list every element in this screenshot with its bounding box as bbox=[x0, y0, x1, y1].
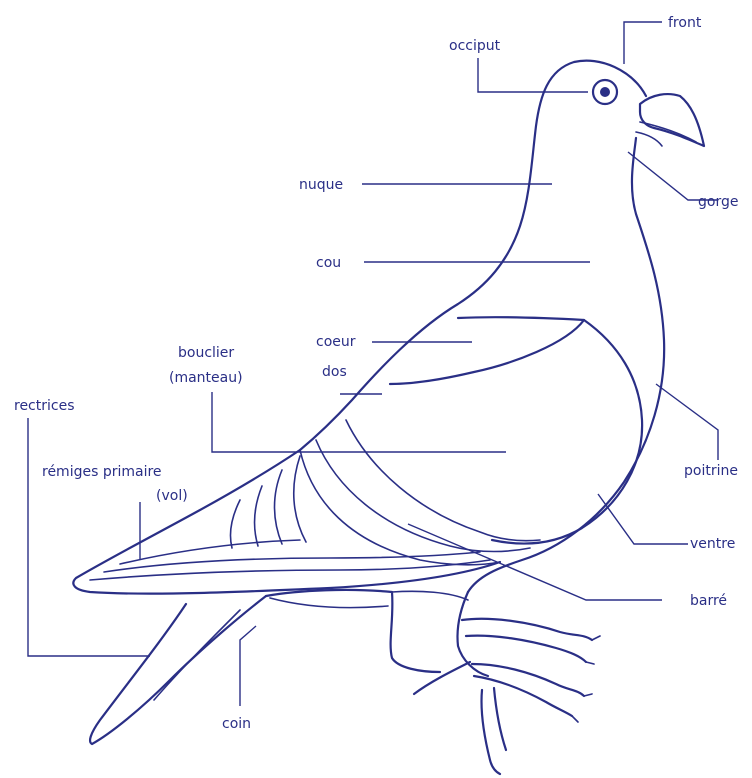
leader-coin bbox=[240, 626, 256, 706]
covert-feather-1 bbox=[230, 500, 240, 548]
gape bbox=[636, 132, 662, 146]
label-poitrine: poitrine bbox=[684, 463, 738, 479]
leader-ventre bbox=[598, 494, 688, 544]
label-manteau: (manteau) bbox=[169, 370, 243, 386]
label-gorge: gorge bbox=[698, 194, 738, 210]
label-occiput: occiput bbox=[449, 38, 501, 54]
leg-feathering bbox=[392, 591, 468, 600]
covert-feather-2 bbox=[255, 486, 262, 546]
leader-rectrices bbox=[28, 418, 150, 656]
label-barre: barré bbox=[690, 593, 727, 609]
eye-pupil bbox=[600, 87, 610, 97]
claw-2 bbox=[586, 662, 594, 664]
claw-1 bbox=[592, 636, 600, 640]
toe-front-1 bbox=[462, 619, 592, 640]
leader-poitrine bbox=[656, 384, 718, 460]
covert-feather-4 bbox=[294, 456, 306, 542]
toe-front-2-lower bbox=[474, 676, 572, 716]
leader-gorge bbox=[628, 152, 718, 200]
primary-feather-3 bbox=[120, 540, 300, 564]
label-nuque: nuque bbox=[299, 177, 343, 193]
toe-back bbox=[414, 662, 470, 694]
label-front: front bbox=[668, 15, 702, 31]
wing-bar-1 bbox=[346, 420, 540, 541]
toe-down-2 bbox=[494, 688, 506, 750]
toe-down bbox=[481, 690, 500, 774]
beak bbox=[640, 94, 704, 146]
leader-lines bbox=[28, 22, 718, 706]
leader-front bbox=[624, 22, 662, 64]
front-outline bbox=[468, 138, 664, 592]
head-back-outline bbox=[300, 61, 646, 450]
leader-barre bbox=[408, 524, 662, 600]
label-ventre: ventre bbox=[690, 536, 735, 552]
label-vol: (vol) bbox=[156, 488, 188, 504]
label-bouclier: bouclier bbox=[178, 345, 234, 361]
covert-feather-3 bbox=[275, 470, 283, 544]
label-rectrices: rectrices bbox=[14, 398, 75, 414]
label-cou: cou bbox=[316, 255, 341, 271]
label-dos: dos bbox=[322, 364, 347, 380]
label-coeur: coeur bbox=[316, 334, 356, 350]
vent-feathers bbox=[270, 598, 388, 608]
claw-3 bbox=[584, 694, 592, 696]
wing-upper-edge bbox=[492, 320, 642, 544]
label-remiges: rémiges primaire bbox=[42, 464, 162, 480]
primary-feather-1 bbox=[90, 560, 490, 580]
wing-bar-2 bbox=[316, 440, 530, 552]
wing-shoulder bbox=[390, 317, 584, 384]
label-coin: coin bbox=[222, 716, 251, 732]
pigeon-illustration bbox=[73, 61, 704, 774]
toe-front-1-lower bbox=[466, 636, 586, 662]
claw-4 bbox=[572, 716, 578, 722]
